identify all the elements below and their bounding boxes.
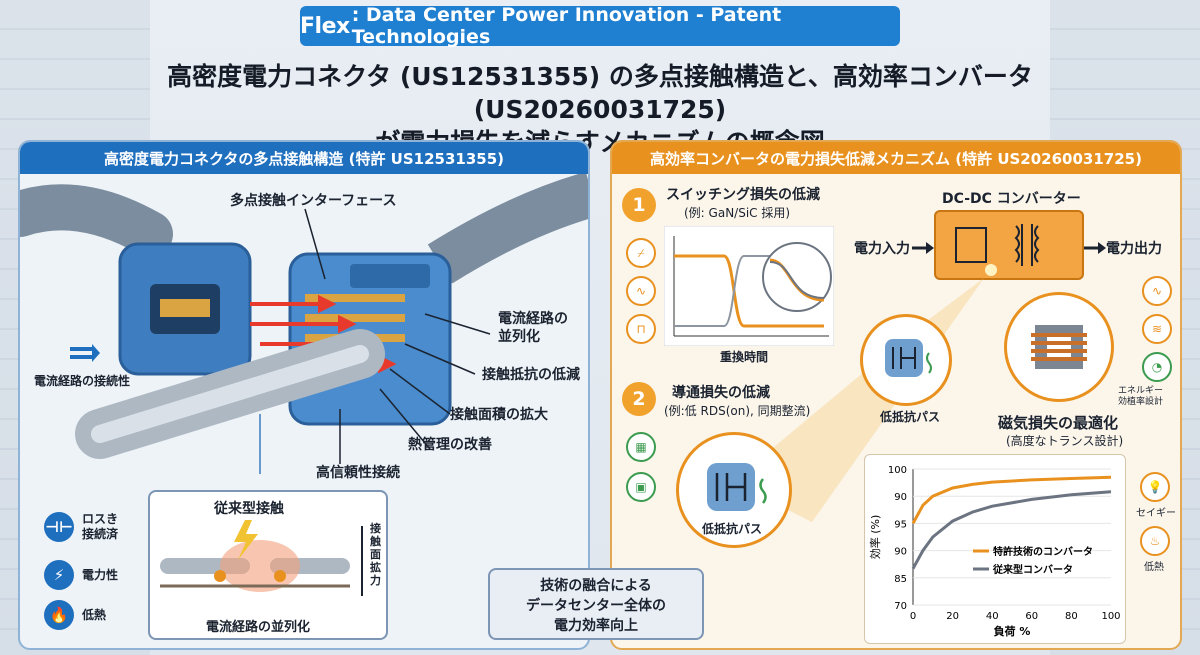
magnetic-title: 磁気損失の最適化 [998,414,1119,432]
heat-icon: ♨ [1140,526,1170,556]
chip-icon: ▦ [626,432,656,462]
mosfet-large-label: 低抵抗パス [702,522,763,536]
y-tick-label: 100 [888,465,907,476]
path-connection-icon [70,344,100,362]
conventional-bottom-label: 電流経路の並列化 [206,620,311,635]
step1-xlabel: 重換時間 [720,350,769,364]
step1-title: スイッチング損失の低減 [666,187,820,203]
converter-input-label: 電力入力 [854,241,910,257]
converter-output-label: 電力出力 [1106,241,1162,257]
side-item-loss: ⊣⊢ ロスき 接続済 [44,512,119,542]
coil-icon: ∿ [1142,276,1172,306]
converter-title: DC-DC コンバーター [942,191,1081,207]
mosfet-large [676,432,792,548]
bulb-icon-label: セイギー [1136,508,1176,519]
magnetic-core [1004,292,1114,402]
x-tick-label: 60 [1025,611,1038,622]
conventional-contact-drawing [160,520,363,596]
step1-subtitle: (例: GaN/SiC 採用) [684,206,791,220]
side-item-heat: 🔥 低熱 [44,600,106,630]
mosfet-small-label: 低抵抗パス [880,410,941,424]
module-icon: ▣ [626,472,656,502]
y-tick-label: 90 [894,492,907,503]
y-tick-label: 95 [894,519,907,530]
switching-zoom-lens [762,242,832,312]
x-axis-label: 負荷 % [994,624,1031,638]
step2-title: 導通損失の低減 [672,385,770,401]
fusion-summary-box: 技術の融合による データセンター全体の 電力効率向上 [488,568,704,640]
step2-subtitle: (例:低 RDS(on), 同期整流) [664,404,811,418]
converter-panel-heading: 高効率コンバータの電力損失低減メカニズム (特許 US20260031725) [612,142,1180,174]
x-tick-label: 100 [1101,611,1120,622]
series-line-1 [911,490,1112,570]
header-title: : Data Center Power Innovation - Patent … [351,4,782,48]
bulb-icon: 💡 [1140,472,1170,502]
label-multi-point: 多点接触インターフェース [230,193,397,209]
transistor-icon: ⌿ [626,238,656,268]
fusion-line2: データセンター全体の [526,598,666,614]
step1-number: 1 [622,188,656,222]
y-axis-label: 効率 (%) [868,515,882,560]
input-arrow-icon [912,242,934,254]
connector-panel: 高密度電力コネクタの多点接触構造 (特許 US12531355) [18,140,590,650]
y-tick-label: 85 [894,574,907,585]
x-tick-label: 0 [910,611,916,622]
series-line-0 [911,475,1112,525]
label-thermal: 熱管理の改善 [408,437,492,453]
sine-icon: ∿ [626,276,656,306]
legend-label-1: 従来型コンバータ [992,563,1073,576]
fusion-line3: 電力効率向上 [554,618,638,634]
y-tick-label: 70 [894,601,907,612]
flame-icon: 🔥 [44,600,74,630]
side-item-power: ⚡ 電力性 [44,560,118,590]
transformer-icon: ≋ [1142,314,1172,344]
fusion-line1: 技術の融合による [540,578,652,594]
brand-logo: Flex [300,13,350,39]
gauge-icon-label: エネルギー 効植率設計 [1118,386,1164,407]
conventional-contact-inset: 従来型接触 接触面拡力 電流経路の並列化 [148,490,388,640]
mosfet-small [860,314,952,406]
label-parallel-path: 電流経路の 並列化 [498,311,568,345]
conventional-side-label: 接触面拡力 [370,522,381,587]
heat-icon-label: 低熱 [1144,562,1164,573]
converter-block [934,210,1084,280]
pulse-icon: ⊓ [626,314,656,344]
converter-panel: 高効率コンバータの電力損失低減メカニズム (特許 US20260031725) … [610,140,1182,650]
x-tick-label: 40 [986,611,999,622]
lightning-icon: ⚡ [44,560,74,590]
main-title-line1: 高密度電力コネクタ (US12531355) の多点接触構造と、高効率コンバータ… [167,62,1033,124]
dumbbell-icon: ⊣⊢ [44,512,74,542]
connector-illustration [20,174,588,474]
magnetic-subtitle: (高度なトランス設計) [1006,434,1124,448]
label-path-connection: 電流経路の接続性 [34,374,131,388]
efficiency-chart-box: 0 20 40 60 80 100 70 85 90 95 90 100 特許技術のコンバータ従来型コン… [864,454,1126,644]
efficiency-chart: 0 20 40 60 80 100 70 85 90 95 90 100 特許技術のコンバータ従来型コン… [868,465,1121,638]
x-tick-label: 20 [946,611,959,622]
header-bar: Flex : Data Center Power Innovation - Pa… [300,4,900,48]
connector-panel-heading: 高密度電力コネクタの多点接触構造 (特許 US12531355) [20,142,588,174]
label-reliability: 高信頼性接続 [316,465,400,481]
label-contact-area: 接触面積の拡大 [450,407,548,423]
step2-number: 2 [622,382,656,416]
x-tick-label: 80 [1065,611,1078,622]
y-tick-label: 90 [894,547,907,558]
legend-label-0: 特許技術のコンバータ [993,545,1093,558]
conventional-title: 従来型接触 [214,501,284,517]
gauge-icon: ◔ [1142,352,1172,382]
label-contact-resistance: 接触抵抗の低減 [482,367,580,383]
output-arrow-icon [1084,242,1106,254]
